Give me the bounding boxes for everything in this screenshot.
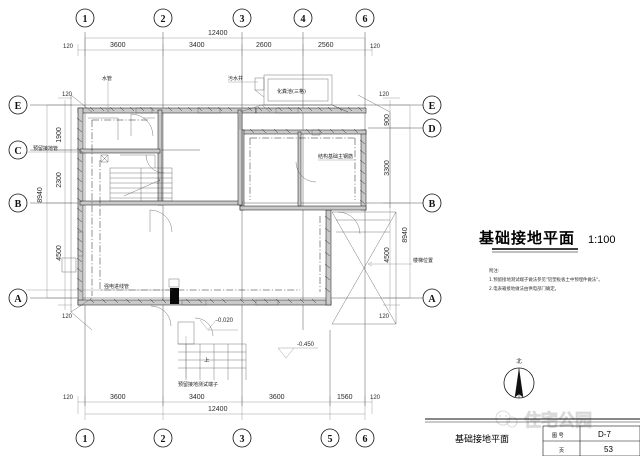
sheet-title: 基础接地平面 <box>478 229 575 247</box>
dim-top-1: 120 <box>63 44 74 50</box>
sheet-scale: 1:100 <box>588 234 616 246</box>
dim-right-5: 120 <box>379 314 390 320</box>
notes-item-1: 1.预留接地测试端子做法参见"铝塑板板土中预埋件做法"。 <box>489 276 603 283</box>
dim-bottom-4: 3600 <box>269 394 285 401</box>
grid-bubble-bottom-1: 1 <box>83 434 88 445</box>
dim-bottom-5: 1560 <box>337 394 353 401</box>
dim-top-2: 3600 <box>110 42 126 49</box>
grid-bubble-left-c: C <box>14 146 21 157</box>
annot-elev-1: -0.020 <box>216 318 234 324</box>
top-dimension-chain: 120 3600 3400 2600 2560 120 12400 <box>63 30 381 56</box>
title-block-title: 基础接地平面 <box>455 433 509 445</box>
grid-bubble-right-d: D <box>428 124 435 135</box>
title-block-page-label: 页 <box>559 448 564 454</box>
grid-bubbles-top: 1 2 3 4 6 <box>75 8 375 28</box>
dim-bottom-total: 12400 <box>208 406 228 413</box>
porch-and-terrace <box>70 94 397 380</box>
annot-septic-tank: 化粪池(三格) <box>277 88 306 95</box>
grid-bubble-left-a: A <box>14 294 22 305</box>
title-block-page: 53 <box>604 445 613 454</box>
septic-tank-symbol <box>239 74 349 113</box>
annot-ground-test-pipe-c: 预留接地管 <box>33 145 58 152</box>
dim-right-3: 3300 <box>384 160 391 176</box>
dim-top-4: 2600 <box>256 42 272 49</box>
dim-left-total: 8940 <box>37 187 44 203</box>
grid-bubble-bottom-4: 5 <box>328 434 333 445</box>
grid-bubble-bottom-3: 3 <box>240 434 245 445</box>
equipment-symbols <box>61 129 321 304</box>
dim-top-6: 120 <box>370 44 381 50</box>
north-label: 北 <box>516 357 522 365</box>
grid-bubble-top-4: 4 <box>301 14 306 25</box>
dim-bottom-6: 120 <box>370 395 381 401</box>
notes-item-2: 2.电表箱接地做法由供电部门确定。 <box>489 285 559 292</box>
grid-bubbles-right: E D B A <box>422 95 442 308</box>
annot-foundation-rebar: 结构基础主钢筋 <box>318 153 353 160</box>
grid-bubble-right-a: A <box>428 294 436 305</box>
grid-bubble-left-b: B <box>15 199 22 210</box>
left-dimension-chain: 120 1900 2300 4500 120 8940 <box>37 92 73 320</box>
building-walls <box>77 107 367 306</box>
grid-bubbles-left: E C B A <box>8 95 28 308</box>
notes-block: 附注: 1.预留接地测试端子做法参见"铝塑板板土中预埋件做法"。 2.电表箱接地… <box>489 267 603 292</box>
dim-left-2: 1900 <box>56 127 63 143</box>
dim-bottom-1: 120 <box>63 395 74 401</box>
dim-left-3: 2300 <box>56 172 63 188</box>
grid-bubble-top-1: 1 <box>83 14 88 25</box>
title-block: 基础接地平面 图 号 D-7 页 53 <box>425 418 640 456</box>
dim-bottom-2: 3600 <box>110 394 126 401</box>
grid-bubble-right-e: E <box>429 101 436 112</box>
annot-stair-position: 楼梯位置 <box>413 257 433 264</box>
dim-right-total: 8940 <box>402 227 409 243</box>
dim-right-1: 120 <box>379 92 390 98</box>
dim-top-5: 2560 <box>318 42 334 49</box>
notes-heading: 附注: <box>489 267 499 274</box>
right-dimension-chain: 120 900 3300 4500 120 8940 <box>379 92 411 320</box>
annot-ground-test-pipe-a: 强电进线管 <box>104 283 129 290</box>
grounding-conductor <box>91 119 356 296</box>
grid-bubble-bottom-5: 6 <box>363 434 368 445</box>
annot-sewage-well: 污水井 <box>228 75 243 82</box>
staircase <box>109 167 173 202</box>
dim-top-3: 3400 <box>189 42 205 49</box>
grid-axis-lines <box>30 32 432 406</box>
dim-right-4: 4500 <box>384 247 391 263</box>
plan-annotations: 水管 污水井 化粪池(三格) 结构基础主钢筋 预留接地管 强电进线管 楼梯位置 … <box>26 75 433 388</box>
grid-bubble-right-b: B <box>429 199 436 210</box>
north-arrow-group: 北 <box>503 357 535 399</box>
dim-left-1: 120 <box>62 92 73 98</box>
grid-bubbles-bottom: 1 2 3 5 6 <box>75 428 375 448</box>
window-openings <box>77 107 299 306</box>
annot-elev-2: -0.450 <box>297 342 315 348</box>
title-block-drawing-no: D-7 <box>598 430 611 439</box>
dim-left-5: 120 <box>62 314 73 320</box>
grid-bubble-top-3: 3 <box>240 14 245 25</box>
sheet-title-group: 基础接地平面 1:100 <box>478 229 616 253</box>
annot-ground-terminal: 预留接地测试端子 <box>178 381 218 388</box>
annot-up-arrow: 上 <box>204 356 210 364</box>
grid-bubble-bottom-2: 2 <box>161 434 166 445</box>
dim-left-4: 4500 <box>56 245 63 261</box>
grid-bubble-top-2: 2 <box>161 14 166 25</box>
dim-bottom-3: 3400 <box>189 394 205 401</box>
bottom-dimension-chain: 120 3600 3400 3600 1560 120 12400 <box>63 394 381 420</box>
door-swings <box>130 113 361 337</box>
watermark-group: 住宅公园 <box>495 410 592 431</box>
dim-top-total: 12400 <box>208 30 228 37</box>
dim-right-2: 900 <box>384 114 391 126</box>
grid-bubble-left-e: E <box>15 101 22 112</box>
title-block-drawing-no-label: 图 号 <box>552 433 564 439</box>
watermark-text: 住宅公园 <box>524 410 592 431</box>
annot-water-pipe: 水管 <box>102 75 112 82</box>
grid-bubble-top-5: 6 <box>363 14 368 25</box>
